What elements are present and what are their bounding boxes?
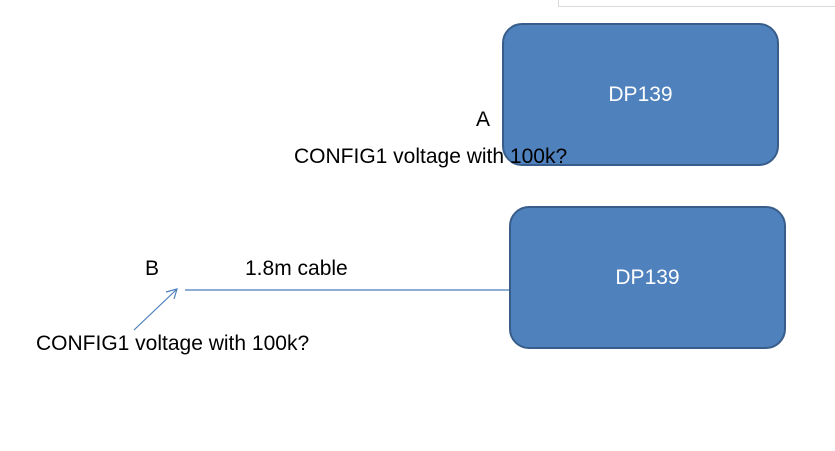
window-edge-strip xyxy=(558,0,835,7)
point-b-question: CONFIG1 voltage with 100k? xyxy=(36,332,310,355)
point-a-label: A xyxy=(476,108,491,131)
cable-label: 1.8m cable xyxy=(245,257,348,280)
pointer-arrowhead xyxy=(165,288,178,300)
point-a-question: CONFIG1 voltage with 100k? xyxy=(294,145,568,168)
point-b-label: B xyxy=(145,257,160,280)
device-box-a: DP139 xyxy=(502,23,779,166)
device-b-label: DP139 xyxy=(615,265,680,289)
pointer-arrow-shaft xyxy=(133,289,177,331)
device-box-b: DP139 xyxy=(509,206,786,349)
device-a-label: DP139 xyxy=(608,82,673,106)
